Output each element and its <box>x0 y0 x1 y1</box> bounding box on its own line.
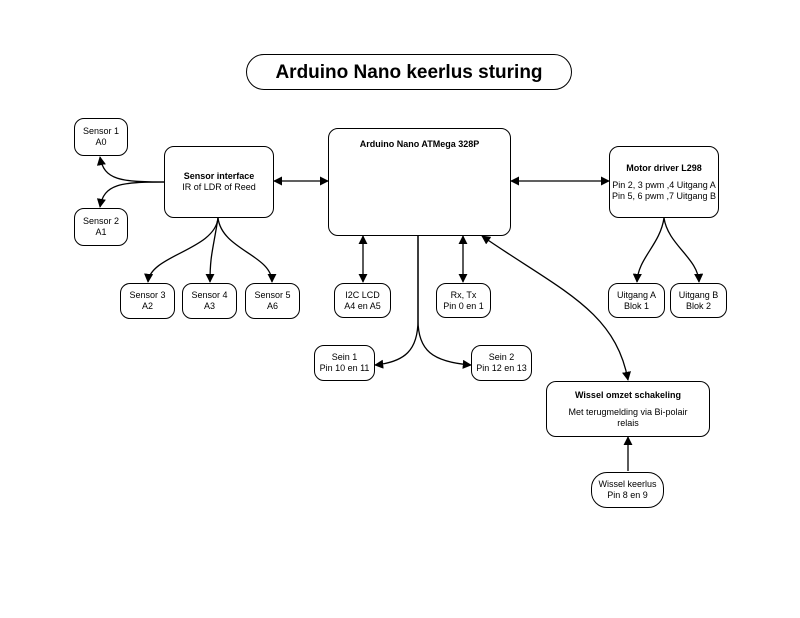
node-label: Sensor 2 <box>82 216 120 226</box>
node-label: Sein 2 <box>488 352 515 362</box>
node-pin: A4 en A5 <box>344 300 381 311</box>
node-sensor-3: Sensor 3 A2 <box>120 283 175 319</box>
node-sein-2: Sein 2 Pin 12 en 13 <box>471 345 532 381</box>
edge-arduino-wissel <box>481 235 631 381</box>
node-label: Sensor 3 <box>129 290 166 300</box>
node-pin: Pin 12 en 13 <box>476 363 527 373</box>
node-label: Wissel keerlus <box>598 479 657 489</box>
node-label: Sein 1 <box>331 352 358 362</box>
node-detail: Met terugmelding via Bi-polair <box>568 406 688 417</box>
node-rx-tx: Rx, Tx Pin 0 en 1 <box>436 283 491 318</box>
node-sensor-4: Sensor 4 A3 <box>182 283 237 319</box>
diagram-title-text: Arduino Nano keerlus sturing <box>275 61 543 83</box>
node-i2c-lcd: I2C LCD A4 en A5 <box>334 283 391 318</box>
node-uitgang-b: Uitgang B Blok 2 <box>670 283 727 318</box>
edge-arduino-sein2 <box>417 236 472 369</box>
node-label: Rx, Tx <box>450 289 477 300</box>
node-pin: Pin 0 en 1 <box>443 300 484 311</box>
node-label: Sensor 4 <box>191 290 228 300</box>
node-label: Uitgang A <box>616 289 657 300</box>
edge-interface-sensor3 <box>144 217 219 283</box>
node-pin: A6 <box>266 301 278 311</box>
node-detail: Blok 1 <box>623 300 649 311</box>
edge-motor-uitganga <box>632 217 665 283</box>
node-pin: A3 <box>203 301 215 311</box>
node-pin: Pin 10 en 11 <box>319 363 370 373</box>
node-detail: IR of LDR of Reed <box>182 182 256 192</box>
node-label: Sensor 5 <box>254 290 291 300</box>
node-sensor-2: Sensor 2 A1 <box>74 208 128 246</box>
node-arduino-nano: Arduino Nano ATMega 328P <box>328 128 511 236</box>
node-pin: A2 <box>141 301 153 311</box>
node-sein-1: Sein 1 Pin 10 en 11 <box>314 345 375 381</box>
node-sensor-interface: Sensor interface IR of LDR of Reed <box>164 146 274 218</box>
node-pin: A1 <box>95 227 107 237</box>
node-motor-driver: Motor driver L298 Pin 2, 3 pwm ,4 Uitgan… <box>609 146 719 218</box>
node-pin: A0 <box>95 137 107 147</box>
diagram-title: Arduino Nano keerlus sturing <box>246 54 572 90</box>
node-detail: Blok 2 <box>685 300 711 311</box>
node-wissel-keerlus: Wissel keerlus Pin 8 en 9 <box>591 472 664 508</box>
node-label: Sensor 1 <box>82 126 120 136</box>
edge-interface-sensor4 <box>205 217 219 283</box>
node-detail: relais <box>617 417 639 428</box>
edge-motor-uitgangb <box>663 217 704 283</box>
node-wissel-omzet-schakeling: Wissel omzet schakeling Met terugmelding… <box>546 381 710 437</box>
node-label: Uitgang B <box>678 289 719 300</box>
node-label: Motor driver L298 <box>626 162 702 173</box>
node-label: I2C LCD <box>345 289 380 300</box>
edge-interface-sensor5 <box>217 217 277 283</box>
node-label: Sensor interface <box>183 171 255 181</box>
node-uitgang-a: Uitgang A Blok 1 <box>608 283 665 318</box>
node-sensor-1: Sensor 1 A0 <box>74 118 128 156</box>
node-detail: Pin 2, 3 pwm ,4 Uitgang A <box>612 179 716 190</box>
node-label: Arduino Nano ATMega 328P <box>359 139 480 149</box>
node-pin: Pin 8 en 9 <box>607 490 648 500</box>
node-label: Wissel omzet schakeling <box>575 389 681 400</box>
edge-interface-sensor1 <box>96 156 166 183</box>
edge-interface-sensor2 <box>96 181 166 208</box>
node-detail: Pin 5, 6 pwm ,7 Uitgang B <box>611 190 717 201</box>
node-sensor-5: Sensor 5 A6 <box>245 283 300 319</box>
